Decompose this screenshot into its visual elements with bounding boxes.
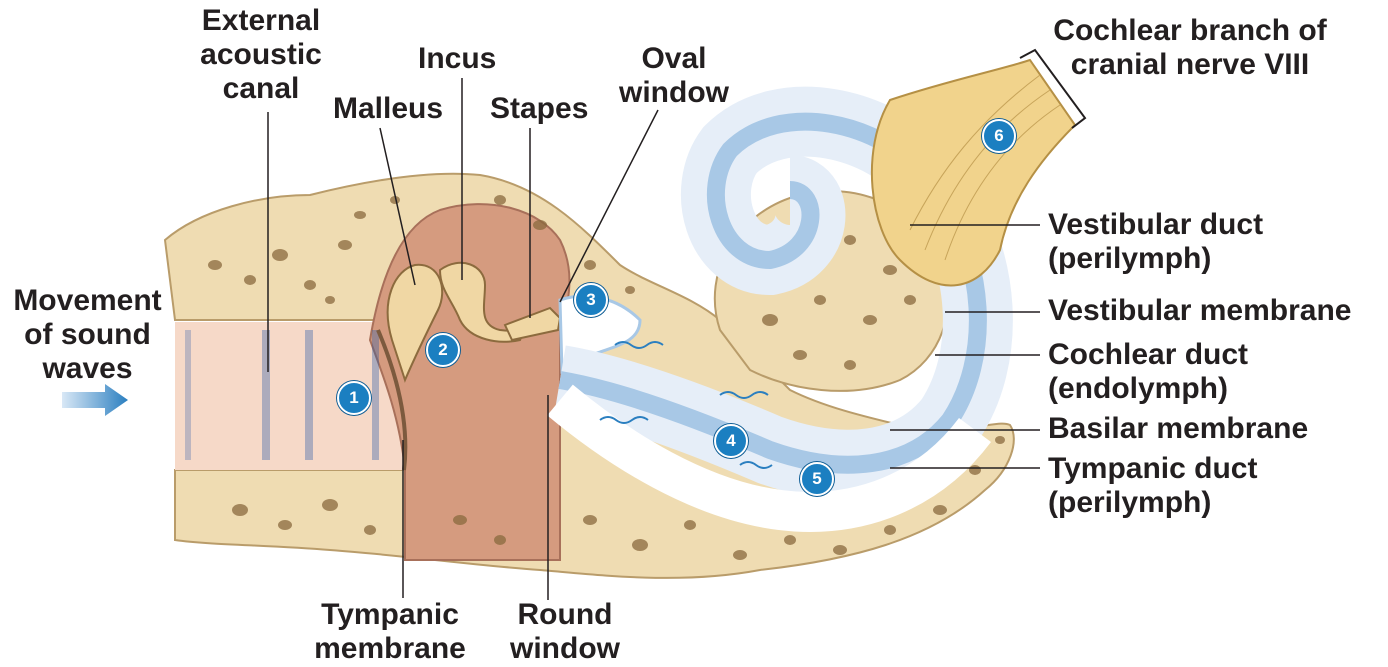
vestibular-membrane-label: Vestibular membrane [1048,294,1351,328]
vestibular-duct-label: Vestibular duct (perilymph) [1048,208,1263,276]
step-5-marker: 5 [800,462,834,496]
cochlear-branch-label: Cochlear branch of cranial nerve VIII [1030,14,1350,82]
movement-label: Movement of sound waves [0,284,175,386]
stapes-label: Stapes [490,92,588,126]
basilar-membrane-label: Basilar membrane [1048,412,1308,446]
step-1-marker: 1 [337,381,371,415]
step-3-marker: 3 [574,283,608,317]
round-window-label: Round window [505,598,625,666]
incus-label: Incus [418,42,496,76]
cochlear-duct-label: Cochlear duct (endolymph) [1048,338,1248,406]
step-4-marker: 4 [714,424,748,458]
step-6-marker: 6 [982,119,1016,153]
oval-window-label: Oval window [604,42,744,110]
tympanic-membrane-label: Tympanic membrane [300,598,480,666]
malleus-label: Malleus [333,92,443,126]
tympanic-duct-label: Tympanic duct (perilymph) [1048,452,1257,520]
sound-arrow [62,384,128,416]
step-2-marker: 2 [426,333,460,367]
external-canal-label: External acoustic canal [186,4,336,106]
